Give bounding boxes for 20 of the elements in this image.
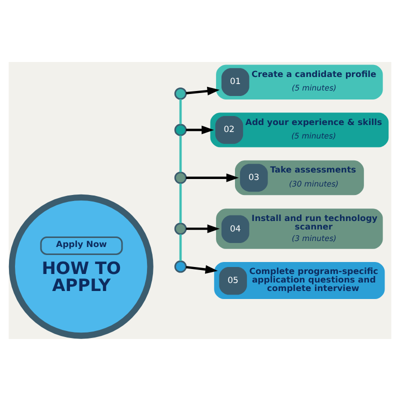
arrow bbox=[186, 86, 220, 95]
connector bbox=[179, 135, 182, 172]
node-circle bbox=[174, 86, 187, 100]
arrow bbox=[186, 264, 218, 274]
connector bbox=[179, 98, 182, 124]
connector bbox=[179, 234, 182, 260]
arrow bbox=[186, 125, 214, 134]
arrow bbox=[186, 224, 220, 233]
node-circle: Apply Now HOW TO APPLY bbox=[8, 194, 154, 338]
connector bbox=[179, 182, 182, 223]
node-box: 03 Take assessments (30 minutes) bbox=[234, 160, 364, 195]
node-circle bbox=[174, 123, 187, 136]
node-box: 05 Complete program-specific application questions and complete interview bbox=[214, 261, 385, 298]
arrow bbox=[186, 172, 239, 182]
node-box: 01 Create a candidate profile (5 minutes) bbox=[216, 64, 383, 99]
node-box: 04 Install and run technology scanner (3 minutes) bbox=[216, 208, 383, 248]
node-box: 02 Add your experience & skills (5 minutes) bbox=[210, 112, 389, 147]
node-circle bbox=[174, 171, 187, 184]
node-circle bbox=[174, 260, 187, 272]
node-circle bbox=[174, 222, 187, 234]
